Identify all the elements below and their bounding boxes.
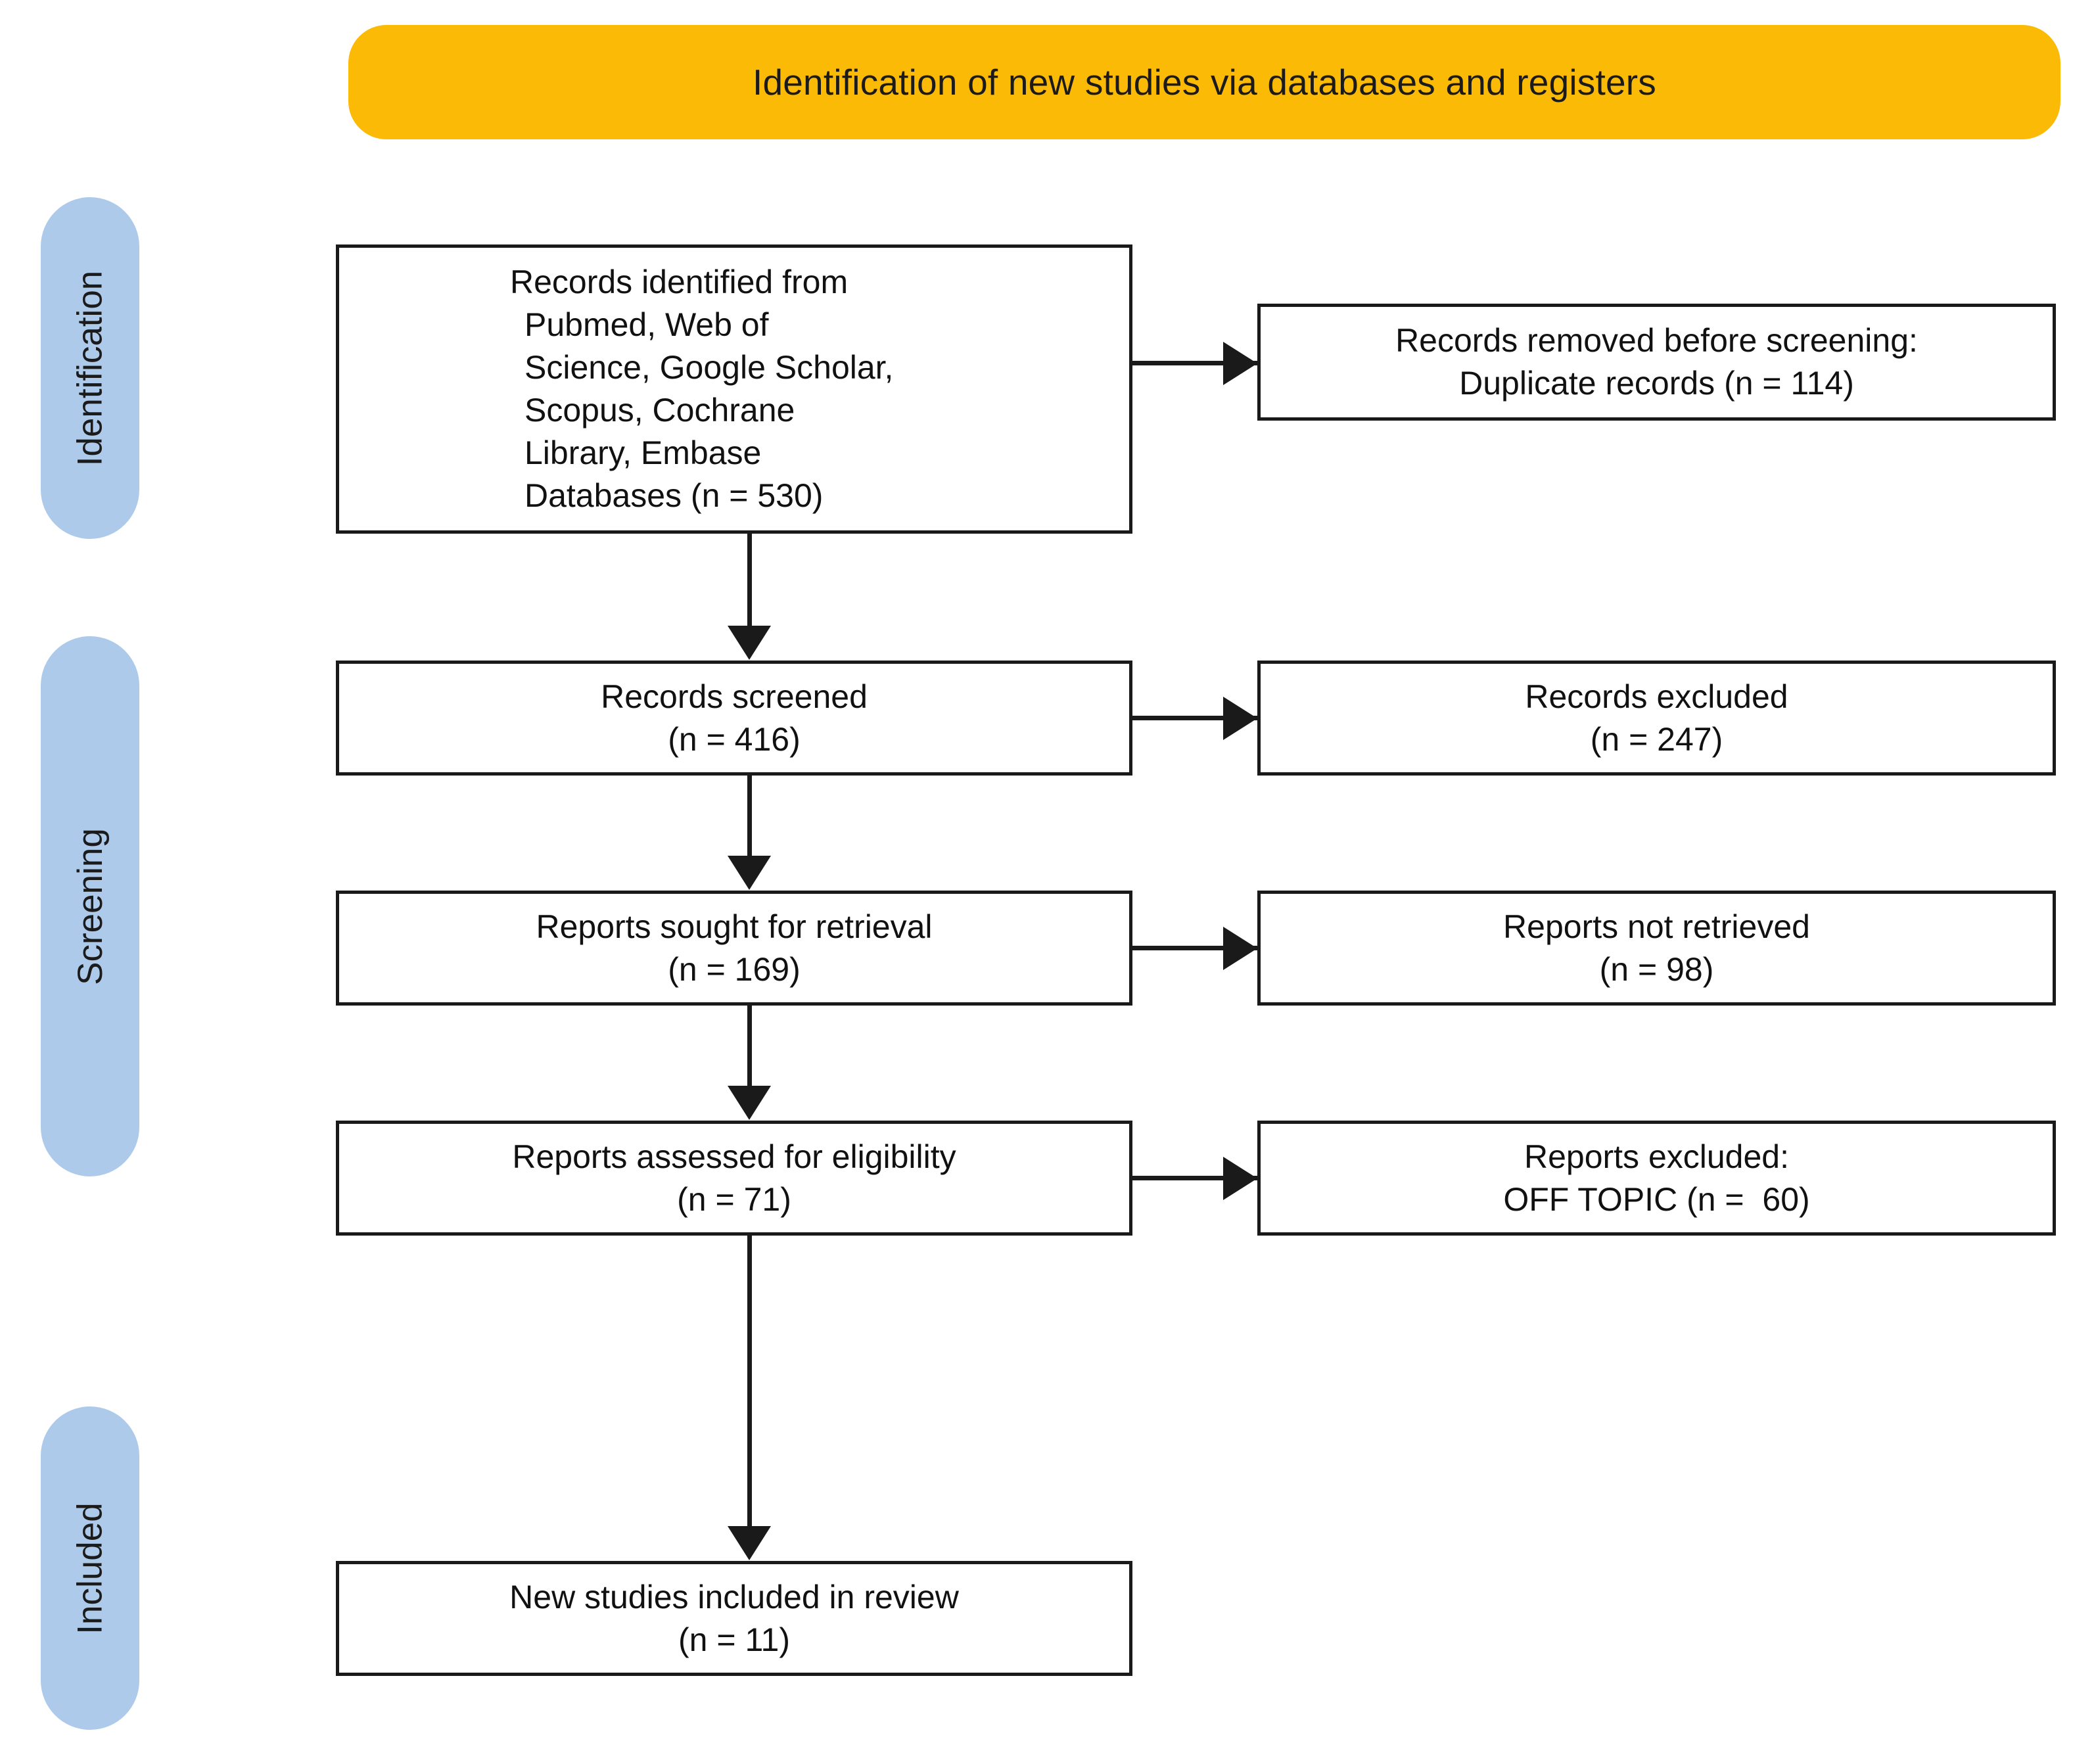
stage-pill-screening: Screening: [41, 636, 139, 1176]
arrow-down-icon: [728, 856, 771, 890]
connector-line-identified-to-screened: [747, 534, 752, 627]
connector-line-assessed-to-excluded-reports: [1132, 1176, 1259, 1180]
stage-label-screening: Screening: [70, 827, 110, 985]
box-line: (n = 71): [677, 1180, 791, 1218]
box-line: Records screened: [601, 678, 868, 715]
arrow-right-icon: [1223, 342, 1257, 385]
box-line: (n = 416): [668, 720, 801, 758]
diagram-title: Identification of new studies via databa…: [753, 61, 1656, 103]
connector-line-screened-to-sought: [747, 776, 752, 856]
box-line: Reports not retrieved: [1503, 908, 1810, 945]
arrow-down-icon: [728, 626, 771, 660]
arrow-right-icon: [1223, 1157, 1257, 1200]
arrow-down-icon: [728, 1086, 771, 1120]
box-records-identified: Records identified from Pubmed, Web of S…: [336, 244, 1132, 534]
box-reports-excluded: Reports excluded: OFF TOPIC (n = 60): [1257, 1121, 2056, 1236]
connector-line-assessed-to-included: [747, 1236, 752, 1526]
box-line: Databases (n = 530): [524, 477, 824, 514]
box-line: Science, Google Scholar,: [524, 349, 894, 386]
box-line: (n = 98): [1599, 950, 1714, 988]
box-records-removed: Records removed before screening: Duplic…: [1257, 304, 2056, 421]
arrow-right-icon: [1223, 697, 1257, 740]
box-new-studies-included: New studies included in review (n = 11): [336, 1561, 1132, 1676]
arrow-down-icon: [728, 1526, 771, 1560]
box-line: (n = 169): [668, 950, 801, 988]
box-line: Reports excluded:: [1524, 1138, 1789, 1175]
box-records-excluded: Records excluded (n = 247): [1257, 661, 2056, 776]
arrow-right-icon: [1223, 927, 1257, 970]
connector-line-sought-to-not-retrieved: [1132, 946, 1259, 950]
box-line: (n = 11): [678, 1621, 790, 1658]
box-records-screened: Records screened (n = 416): [336, 661, 1132, 776]
diagram-header-banner: Identification of new studies via databa…: [348, 25, 2060, 139]
box-line: New studies included in review: [509, 1578, 959, 1615]
box-line: Reports sought for retrieval: [536, 908, 933, 945]
box-reports-not-retrieved: Reports not retrieved (n = 98): [1257, 891, 2056, 1006]
box-line: Records removed before screening:: [1395, 322, 1918, 359]
box-line: (n = 247): [1590, 720, 1723, 758]
stage-pill-included: Included: [41, 1406, 139, 1730]
box-line: Records identified from: [510, 264, 849, 300]
box-line: Scopus, Cochrane: [524, 392, 795, 429]
box-line: Records excluded: [1525, 678, 1788, 715]
box-line: Reports assessed for eligibility: [512, 1138, 956, 1175]
box-line: OFF TOPIC (n = 60): [1503, 1180, 1810, 1218]
stage-label-included: Included: [70, 1502, 110, 1635]
box-line: Duplicate records (n = 114): [1459, 365, 1854, 402]
box-reports-sought: Reports sought for retrieval (n = 169): [336, 891, 1132, 1006]
box-line: Library, Embase: [524, 434, 762, 471]
connector-line-identified-to-removed: [1132, 361, 1259, 365]
connector-line-screened-to-excluded: [1132, 716, 1259, 720]
box-reports-assessed: Reports assessed for eligibility (n = 71…: [336, 1121, 1132, 1236]
stage-pill-identification: Identification: [41, 197, 139, 539]
box-line: Pubmed, Web of: [524, 306, 769, 343]
stage-label-identification: Identification: [70, 270, 110, 466]
connector-line-sought-to-assessed: [747, 1006, 752, 1086]
